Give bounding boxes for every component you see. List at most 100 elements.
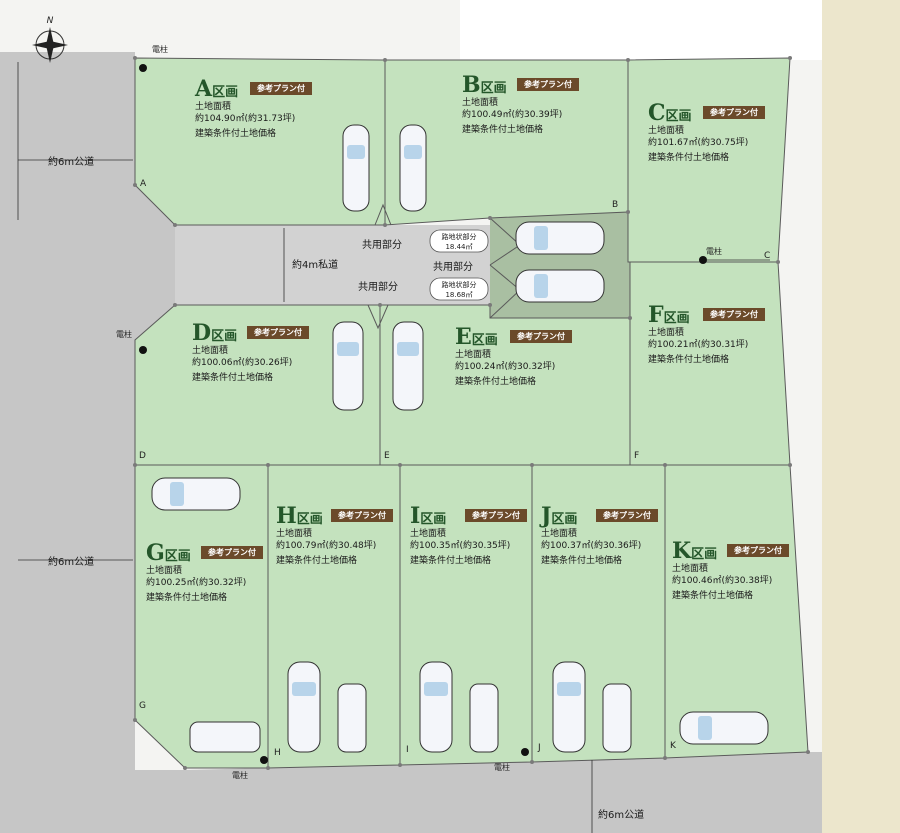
lot-k-condition: 建築条件付土地価格 <box>672 589 753 601</box>
boundary-markers <box>133 56 810 770</box>
lot-d-corner: D <box>139 451 146 461</box>
lot-e-title: E区画 <box>455 324 498 350</box>
lot-f-badge <box>703 308 765 321</box>
lot-e-badge <box>510 330 572 343</box>
road-label-private: 約4m私道 <box>292 258 338 271</box>
pole-label-i: 電柱 <box>494 762 510 772</box>
lot-labels: A区画参考プラン付土地面積約104.90㎡(約31.73坪)建築条件付土地価格A… <box>139 72 789 758</box>
shared-area-2: 路地状部分 18.68㎡ <box>429 277 489 301</box>
lot-b[interactable] <box>384 59 629 226</box>
lot-d-area-label: 土地面積 <box>192 344 228 356</box>
lot-g-area: 約100.25㎡(約30.32坪) <box>146 576 246 588</box>
lot-e-corner: E <box>384 451 390 461</box>
lot-f-corner: F <box>634 451 639 461</box>
lot-f-area-label: 土地面積 <box>648 326 684 338</box>
lot-e-condition: 建築条件付土地価格 <box>455 375 536 387</box>
road-label-west-top: 約6m公道 <box>48 155 94 168</box>
lot-a-condition: 建築条件付土地価格 <box>195 127 276 139</box>
lot-c-area-label: 土地面積 <box>648 124 684 136</box>
utility-pole-icon: 電柱 <box>494 748 529 772</box>
lot-j-area: 約100.37㎡(約30.36坪) <box>541 539 641 551</box>
utility-pole-icon: 電柱 <box>139 44 168 72</box>
compass-icon: N <box>32 16 68 63</box>
top-blank <box>460 0 822 60</box>
lot-g-title: G区画 <box>146 540 191 566</box>
lot-a-area-label: 土地面積 <box>195 100 231 112</box>
shared-area-1-name: 路地状部分 <box>442 232 477 241</box>
lot-d-badge-text: 参考プラン付 <box>253 327 302 337</box>
lot-g-condition: 建築条件付土地価格 <box>146 591 227 603</box>
shared-area-2-size: 18.68㎡ <box>445 291 472 299</box>
lot-h-area-label: 土地面積 <box>276 527 312 539</box>
lot-b-condition: 建築条件付土地価格 <box>462 123 543 135</box>
lot-i-badge-text: 参考プラン付 <box>471 510 520 520</box>
lot-k-area: 約100.46㎡(約30.38坪) <box>672 574 772 586</box>
lot-a-area: 約104.90㎡(約31.73坪) <box>195 112 295 124</box>
lot-a-badge <box>250 82 312 95</box>
lot-d-area: 約100.06㎡(約30.26坪) <box>192 356 292 368</box>
lot-j-area-label: 土地面積 <box>541 527 577 539</box>
lot-f-badge-text: 参考プラン付 <box>709 309 758 319</box>
lot-h-area: 約100.79㎡(約30.48坪) <box>276 539 376 551</box>
utility-pole-icon: 電柱 <box>232 756 268 780</box>
road-label-west-bottom: 約6m公道 <box>48 555 94 568</box>
lot-j-badge <box>596 509 658 522</box>
utility-pole-icon: 電柱 <box>699 246 770 264</box>
lot-b-area: 約100.49㎡(約30.39坪) <box>462 108 562 120</box>
pole-label-d: 電柱 <box>116 329 132 339</box>
lot-b-badge <box>517 78 579 91</box>
compass-north: N <box>47 16 54 26</box>
lot-g[interactable] <box>134 464 269 769</box>
lot-c-corner: C <box>764 251 770 261</box>
lot-j-corner: J <box>537 743 541 753</box>
lot-i-title: I区画 <box>410 503 446 529</box>
lot-a[interactable] <box>134 57 386 226</box>
lot-h-title: H区画 <box>276 503 323 529</box>
lot-e-area: 約100.24㎡(約30.32坪) <box>455 360 555 372</box>
lot-h-corner: H <box>274 748 281 758</box>
pole-label-c: 電柱 <box>706 246 722 256</box>
lot-j-badge-text: 参考プラン付 <box>602 510 651 520</box>
pole-label-g: 電柱 <box>232 770 248 780</box>
lot-k-badge-text: 参考プラン付 <box>733 545 782 555</box>
utility-pole-icon: 電柱 <box>116 329 147 354</box>
lot-c-area: 約101.67㎡(約30.75坪) <box>648 136 748 148</box>
shared-wedge <box>367 304 389 330</box>
lot-b-badge-text: 参考プラン付 <box>523 79 572 89</box>
car-windows <box>170 145 712 740</box>
shared-area-2-name: 路地状部分 <box>442 280 477 289</box>
lot-i-area: 約100.35㎡(約30.35坪) <box>410 539 510 551</box>
lot-j-title: J区画 <box>539 503 577 529</box>
lot-k-corner: K <box>670 741 677 751</box>
lot-d-badge <box>247 326 309 339</box>
shared-label-3: 共用部分 <box>358 280 398 293</box>
shared-label-1: 共用部分 <box>362 238 402 251</box>
road-label-south: 約6m公道 <box>598 808 644 821</box>
lot-b-area-label: 土地面積 <box>462 96 498 108</box>
lot-k-badge <box>727 544 789 557</box>
lot-b-corner: B <box>612 200 618 210</box>
lot-d-condition: 建築条件付土地価格 <box>192 371 273 383</box>
lot-b-title: B区画 <box>462 72 507 98</box>
lot-f-condition: 建築条件付土地価格 <box>648 353 729 365</box>
lot-g-area-label: 土地面積 <box>146 564 182 576</box>
lot-e-area-label: 土地面積 <box>455 348 491 360</box>
lot-i-badge <box>465 509 527 522</box>
shared-area-1-size: 18.44㎡ <box>445 243 472 251</box>
lot-c-badge-text: 参考プラン付 <box>709 107 758 117</box>
lot-g-badge-text: 参考プラン付 <box>207 547 256 557</box>
lot-a-badge-text: 参考プラン付 <box>256 83 305 93</box>
lot-k-area-label: 土地面積 <box>672 562 708 574</box>
lot-c-condition: 建築条件付土地価格 <box>648 151 729 163</box>
lot-h-badge-text: 参考プラン付 <box>337 510 386 520</box>
lot-a-corner: A <box>140 179 147 189</box>
lot-f-area: 約100.21㎡(約30.31坪) <box>648 338 748 350</box>
shared-area-1: 路地状部分 18.44㎡ <box>429 229 489 253</box>
lot-g-badge <box>201 546 263 559</box>
lot-d-title: D区画 <box>192 320 237 346</box>
lot-f-title: F区画 <box>648 302 690 328</box>
lot-i-condition: 建築条件付土地価格 <box>410 554 491 566</box>
lot-i-area-label: 土地面積 <box>410 527 446 539</box>
lot-i-corner: I <box>406 745 409 755</box>
